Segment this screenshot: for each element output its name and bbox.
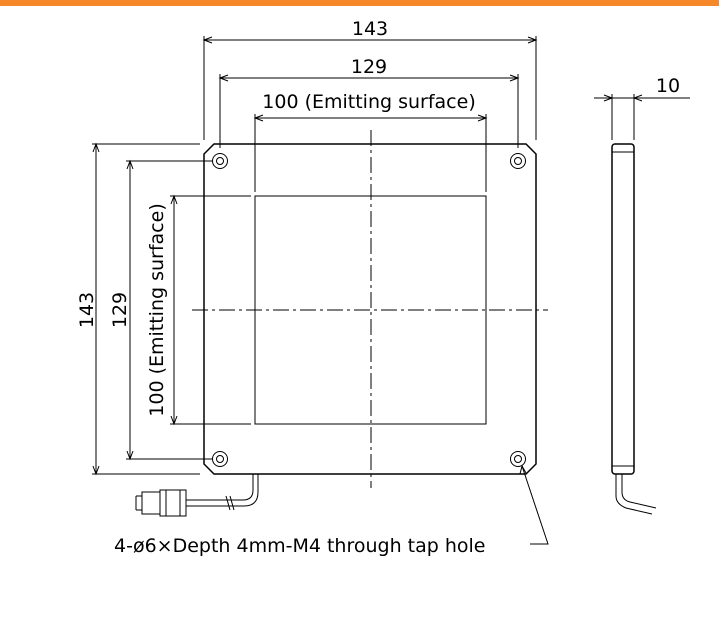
mounting-hole-top-right: [510, 153, 526, 169]
hole-note-label: 4-ø6×Depth 4mm-M4 through tap hole: [114, 535, 486, 557]
emitting-surface: [254, 195, 487, 425]
height-holes-label: 129: [109, 292, 131, 328]
dimension-width-143: [202, 36, 538, 140]
hole-note-arrow: [519, 464, 527, 475]
width-outer-label: 143: [352, 18, 388, 40]
dimension-thickness-10: [594, 94, 690, 140]
side-view-cable: [615, 474, 657, 515]
accent-bar: [0, 0, 719, 6]
mounting-hole-bottom-left: [212, 451, 228, 467]
dimension-height-100: [170, 194, 251, 426]
width-holes-label: 129: [351, 56, 387, 78]
plate-outline: [203, 143, 537, 475]
connector: [135, 489, 187, 517]
dimension-height-143: [92, 142, 200, 476]
mounting-hole-top-left: [212, 153, 228, 169]
cable: [186, 474, 259, 511]
height-outer-label: 143: [76, 292, 98, 328]
height-emitting-label: 100 (Emitting surface): [146, 203, 168, 416]
dimension-width-129: [218, 74, 520, 148]
width-emitting-label: 100 (Emitting surface): [262, 91, 475, 113]
side-view-body: [611, 143, 635, 475]
thickness-label: 10: [656, 75, 680, 97]
dimension-width-100: [253, 114, 488, 192]
mounting-hole-bottom-right: [510, 451, 526, 467]
dimension-height-129: [126, 159, 212, 461]
hole-note-leader: [521, 465, 549, 545]
